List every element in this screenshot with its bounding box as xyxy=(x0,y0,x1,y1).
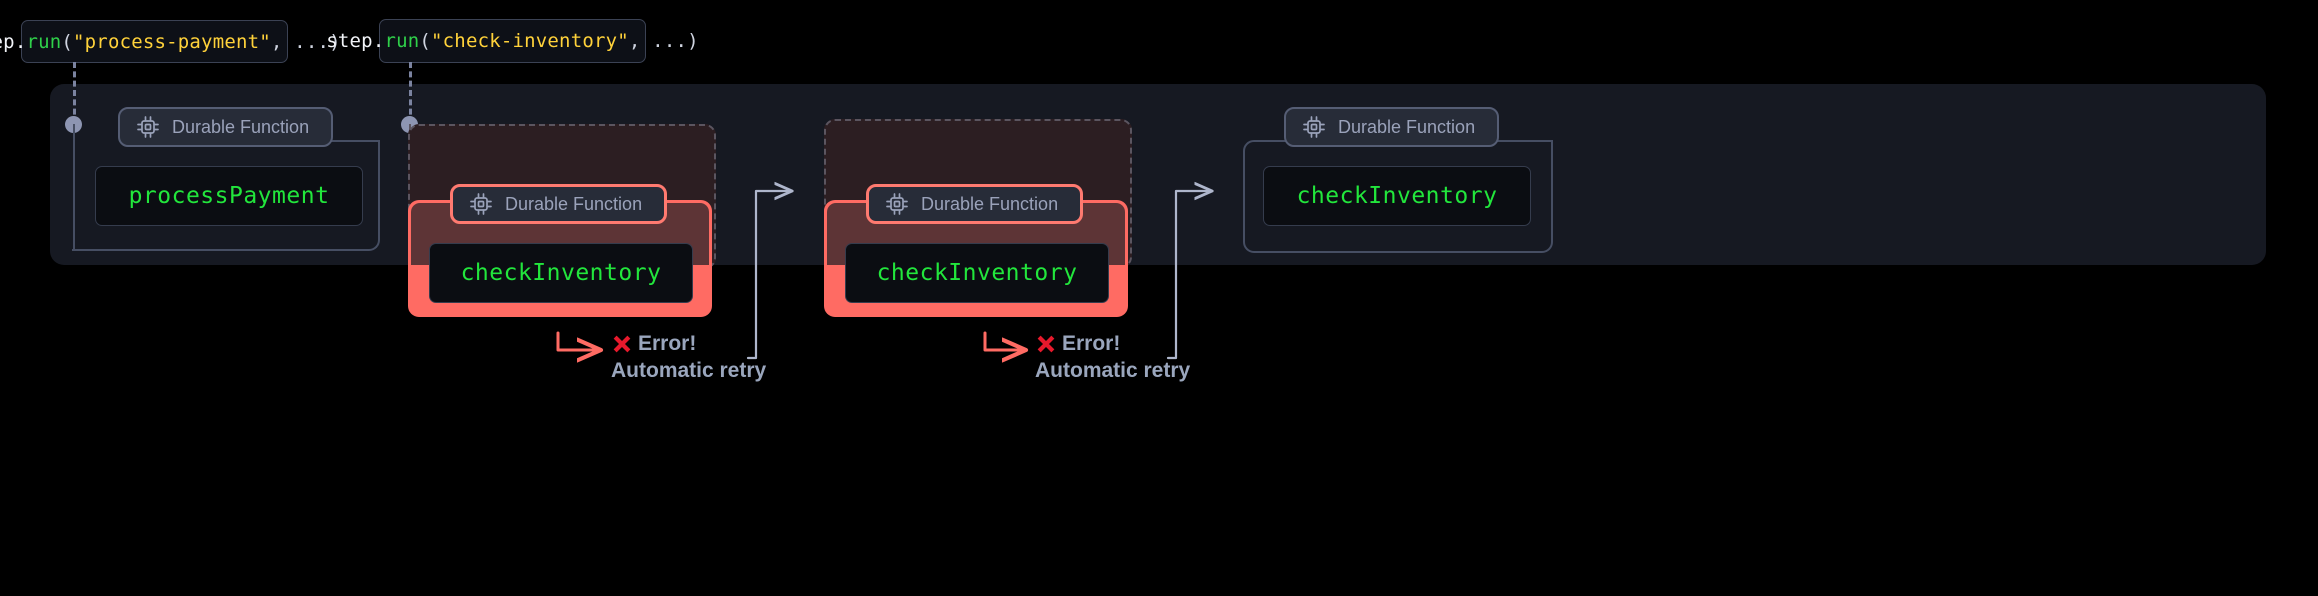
callout-connector-line xyxy=(73,62,76,124)
durable-function-pill-2[interactable]: Durable Function xyxy=(450,184,668,224)
durable-function-label: Durable Function xyxy=(505,193,643,214)
callout-connector-line xyxy=(409,62,412,124)
error-annotation-2: Error! Automatic retry xyxy=(1035,332,1190,383)
durable-function-frame-1 xyxy=(72,140,380,251)
code-box-process-payment: processPayment xyxy=(95,166,363,226)
step-run-callout-process-payment: step.run("process-payment", ...) xyxy=(0,20,341,63)
durable-function-label: Durable Function xyxy=(1338,116,1476,137)
x-mark-icon xyxy=(613,335,631,353)
callout-prefix: step. xyxy=(326,30,385,52)
callout-argument: "process-payment" xyxy=(73,30,271,53)
callout-argument: "check-inventory" xyxy=(431,30,629,52)
error-row: Error! xyxy=(611,332,696,356)
durable-function-label: Durable Function xyxy=(921,193,1059,214)
error-row: Error! xyxy=(1035,332,1120,356)
code-box-check-inventory-3: checkInventory xyxy=(1263,166,1531,226)
error-label: Error! xyxy=(638,332,697,355)
error-label: Error! xyxy=(1062,332,1121,355)
retry-label: Automatic retry xyxy=(1035,359,1191,382)
callout-prefix: step. xyxy=(0,30,27,53)
callout-rest: , ...) xyxy=(628,30,699,52)
error-arrow-1 xyxy=(556,331,598,350)
cpu-icon xyxy=(1303,116,1325,138)
cpu-icon xyxy=(137,116,159,138)
x-mark-icon xyxy=(1037,335,1055,353)
workflow-panel xyxy=(50,84,2266,265)
cpu-icon xyxy=(886,193,908,215)
code-box-check-inventory-1: checkInventory xyxy=(429,243,693,303)
callout-open-paren: ( xyxy=(419,30,432,52)
error-arrow-2 xyxy=(983,331,1023,350)
callout-open-paren: ( xyxy=(61,30,74,53)
cpu-icon xyxy=(470,193,492,215)
callout-rest: , ...) xyxy=(270,30,341,53)
durable-function-label: Durable Function xyxy=(172,116,310,137)
retry-label: Automatic retry xyxy=(611,359,767,382)
durable-function-pill-3[interactable]: Durable Function xyxy=(866,184,1084,224)
durable-function-pill-1[interactable]: Durable Function xyxy=(118,107,334,147)
callout-function: run xyxy=(26,30,62,53)
step-run-callout-check-inventory: step.run("check-inventory", ...) xyxy=(326,19,699,63)
block-connector-stem xyxy=(72,124,75,249)
durable-function-pill-4[interactable]: Durable Function xyxy=(1284,107,1500,147)
code-box-check-inventory-2: checkInventory xyxy=(845,243,1109,303)
callout-function: run xyxy=(384,30,420,52)
error-annotation-1: Error! Automatic retry xyxy=(611,332,766,383)
